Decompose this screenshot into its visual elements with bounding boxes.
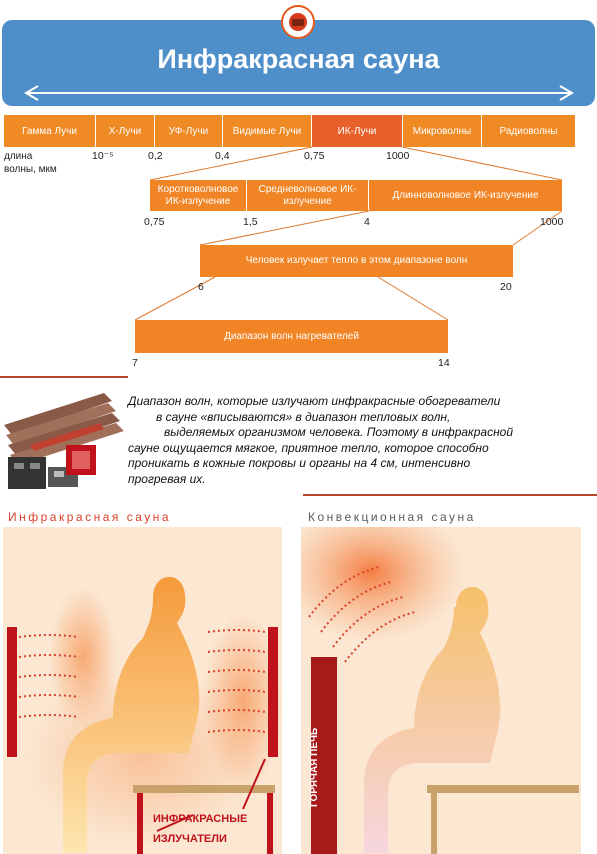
tick: 7 <box>132 357 138 369</box>
tick: 0,75 <box>144 216 165 228</box>
ir-long-wave: Длинноволновое ИК-излучение <box>369 180 562 211</box>
tick: 1000 <box>540 216 564 228</box>
ir-short-wave: Коротковолновое ИК-излучение <box>150 180 246 211</box>
heater-wave-range: Диапазон волн нагревателей <box>135 320 448 353</box>
band-ir: ИК-Лучи <box>312 115 403 147</box>
tick: 1,5 <box>243 216 258 228</box>
ir-medium-wave: Средневолновое ИК-излучение <box>247 180 368 211</box>
tick: 4 <box>364 216 370 228</box>
divider <box>303 494 597 496</box>
band-visible: Видимые Лучи <box>223 115 312 147</box>
tick: 0,4 <box>215 150 230 162</box>
description-line: выделяемых организмом человека. Поэтому … <box>164 425 514 439</box>
stove-label: ГОРЯЧАЯ ПЕЧЬ <box>309 727 320 807</box>
infrared-sauna-illustration: ИНФРАКРАСНЫЕ ИЗЛУЧАТЕЛИ <box>3 527 282 854</box>
description: Диапазон волн, которые излучают инфракра… <box>128 394 593 487</box>
left-panel-title: Инфракрасная сауна <box>8 510 172 524</box>
band-radio: Радиоволны <box>482 115 575 147</box>
description-line: сауне ощущается мягкое, приятное тепло, … <box>128 440 489 455</box>
tick: 6 <box>198 281 204 293</box>
description-line: Диапазон волн, которые излучают инфракра… <box>128 394 501 408</box>
description-line: проникать в кожные покровы и органы на 4… <box>128 456 471 470</box>
tick: 20 <box>500 281 512 293</box>
human-emission-range: Человек излучает тепло в этом диапазоне … <box>200 245 513 277</box>
axis-label-length: длина <box>4 151 33 162</box>
infrared-sauna-drawing <box>7 576 282 854</box>
tick: 0,2 <box>148 150 163 162</box>
tick: 14 <box>438 357 450 369</box>
header: Инфракрасная сауна <box>0 0 597 108</box>
emitters-label: ИЗЛУЧАТЕЛИ <box>153 833 227 845</box>
connector-lines <box>134 146 563 321</box>
tick: 0,75 <box>304 150 325 162</box>
emitters-label: ИНФРАКРАСНЫЕ <box>153 813 248 825</box>
convection-sauna-drawing <box>301 527 579 854</box>
description-line: прогревая их. <box>128 471 206 486</box>
infrared-heater-panels-image <box>4 393 124 489</box>
tick: 1000 <box>386 150 410 162</box>
band-uv: УФ-Лучи <box>155 115 223 147</box>
page-title: Инфракрасная сауна <box>157 44 440 74</box>
divider <box>0 376 128 378</box>
band-xray: X-Лучи <box>96 115 155 147</box>
axis-label-units: волны, мкм <box>4 164 57 175</box>
convection-sauna-illustration: ГОРЯЧАЯ ПЕЧЬ <box>301 527 581 854</box>
band-gamma: Гамма Лучи <box>4 115 96 147</box>
band-microwave: Микроволны <box>403 115 482 147</box>
tick: 10⁻⁵ <box>92 150 114 162</box>
description-line: в сауне «вписываются» в диапазон тепловы… <box>156 409 451 424</box>
double-arrow-icon <box>24 85 574 101</box>
sauna-logo-icon <box>281 5 315 39</box>
right-panel-title: Конвекционная сауна <box>308 510 476 524</box>
